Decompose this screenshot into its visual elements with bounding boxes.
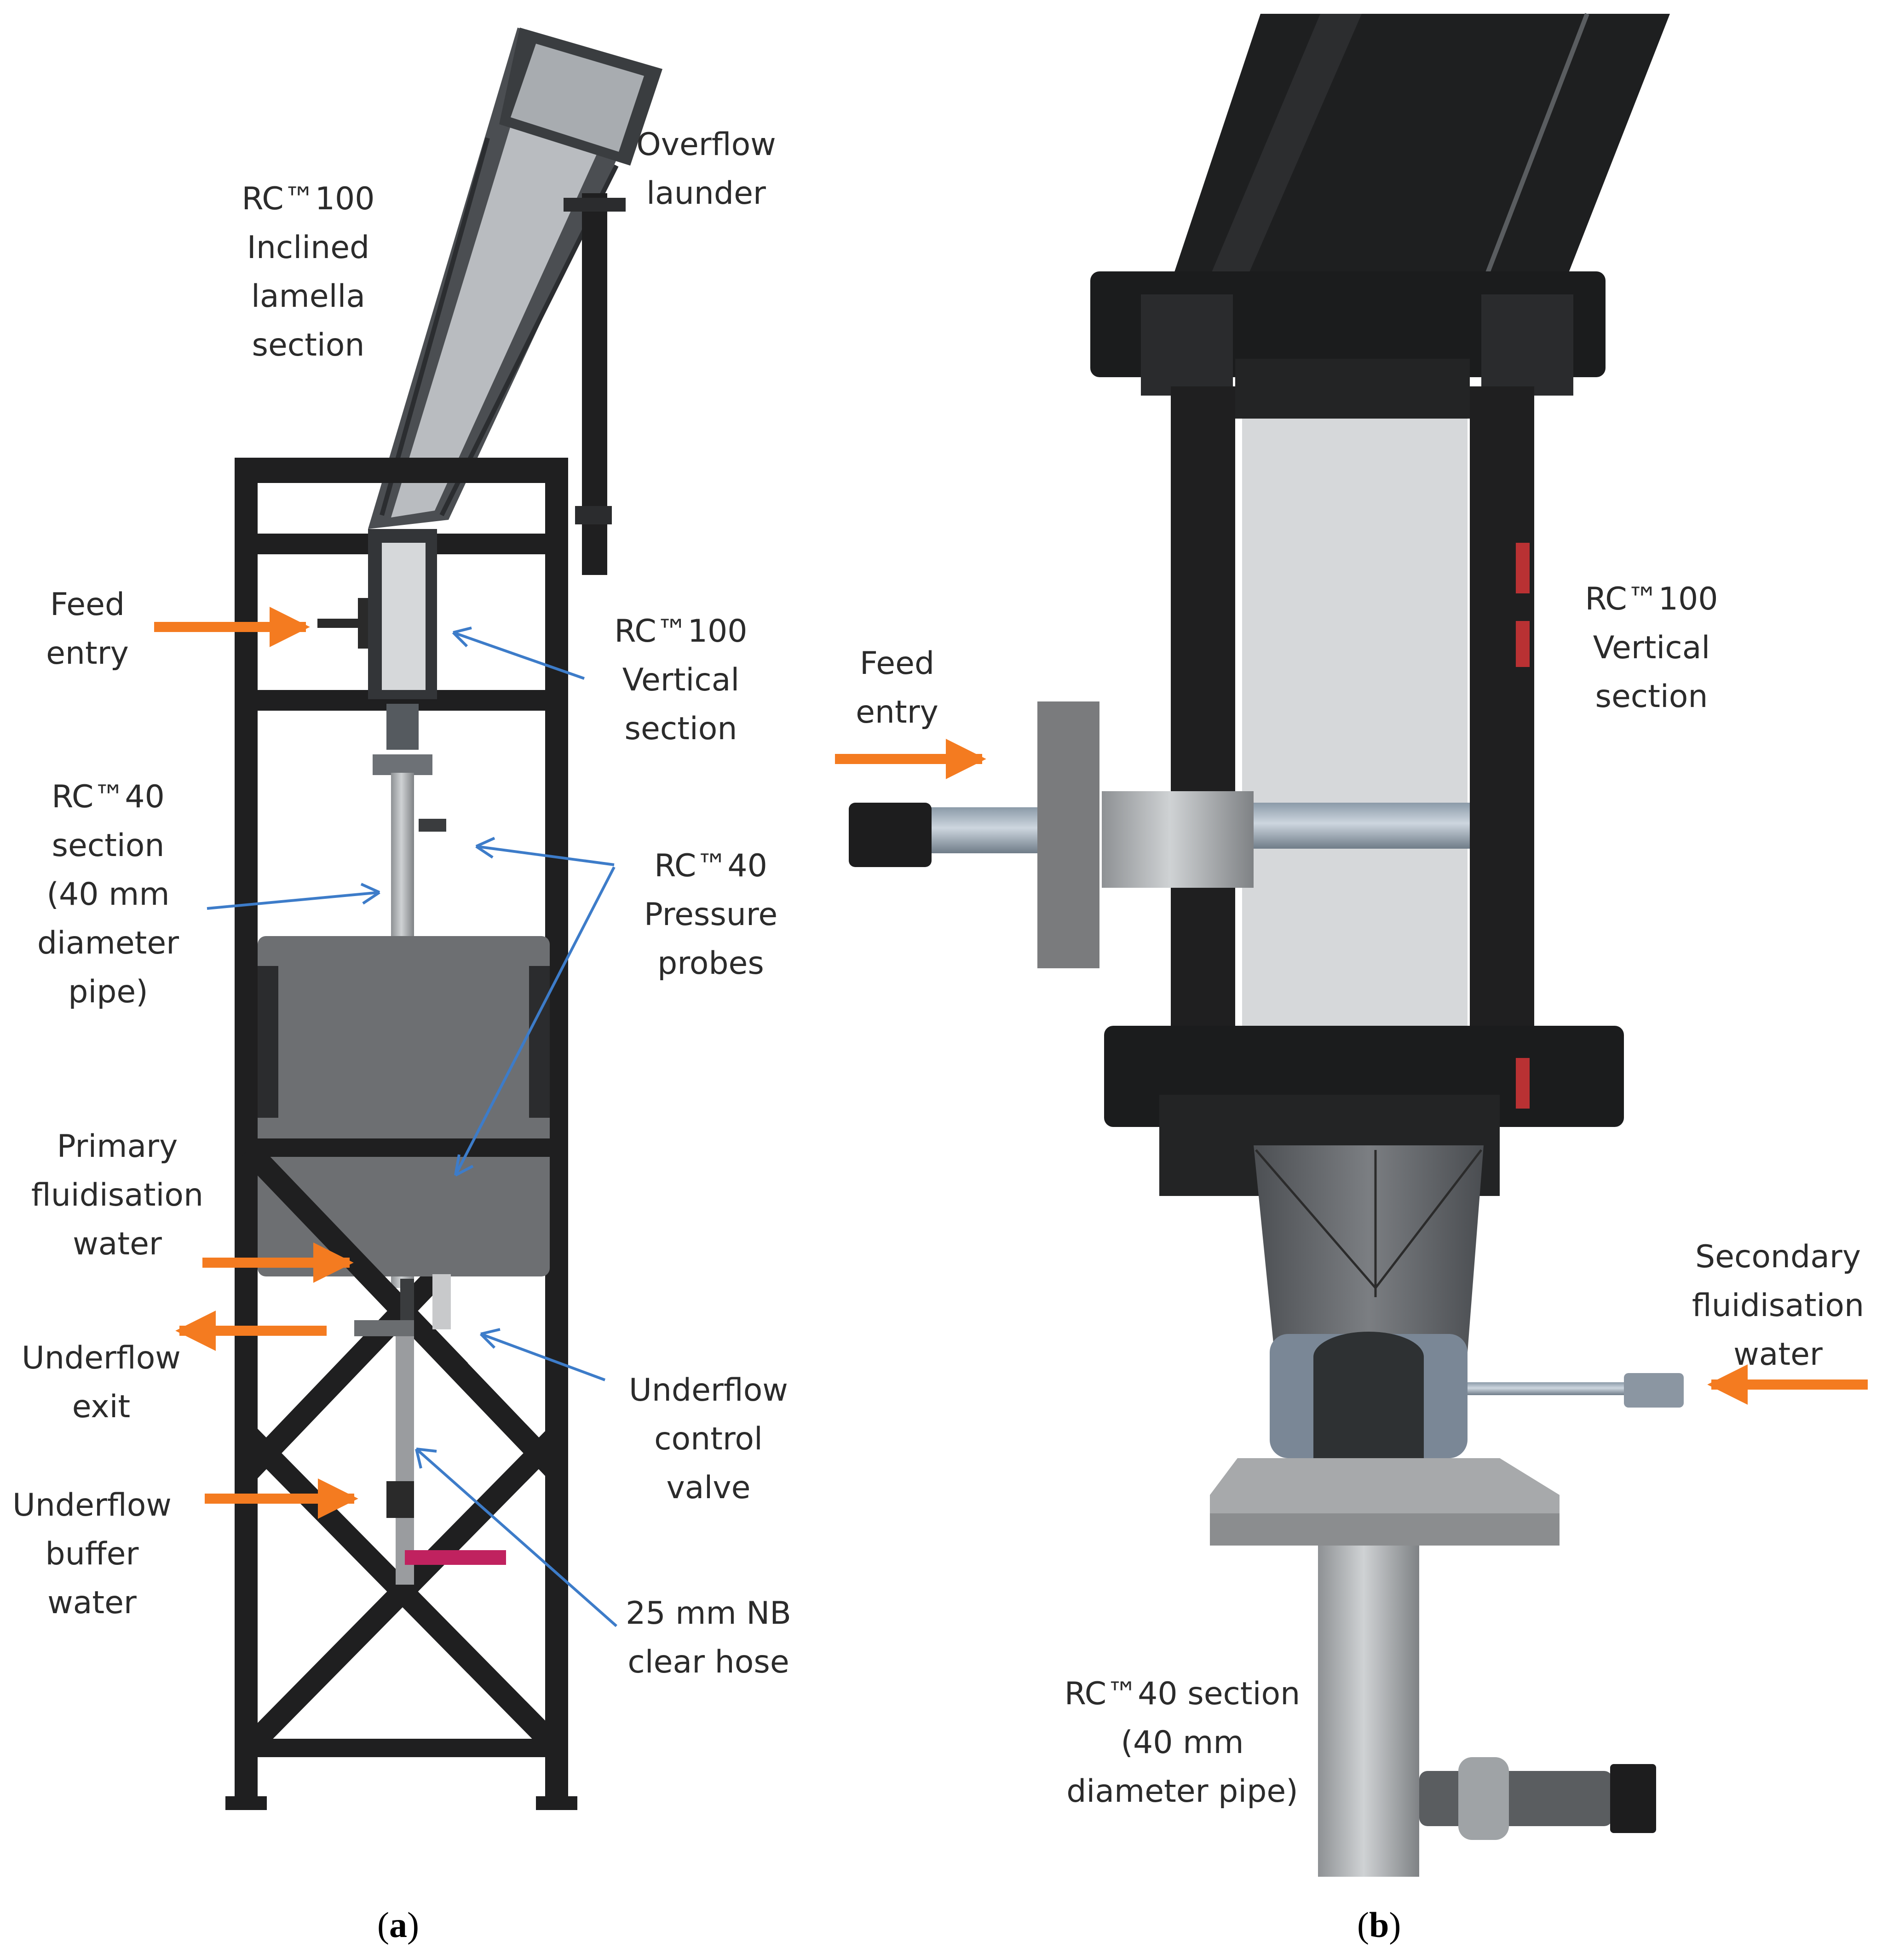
- label-line: fluidisation: [1692, 1288, 1865, 1324]
- label-rc100-vertical-b: RC™100 Vertical section: [1555, 575, 1748, 721]
- rc100-vertical-left-rail: [1171, 386, 1235, 1122]
- pointer-probe-upper: [476, 845, 615, 866]
- pointer-rc40-section-a: [207, 891, 380, 910]
- underflow-assembly: [354, 1274, 506, 1585]
- label-line: lamella: [251, 278, 366, 315]
- label-overflow-launder: Overflow launder: [621, 121, 791, 218]
- label-line: Vertical: [1593, 630, 1710, 666]
- panel-b-orange-arrows: [835, 739, 1868, 1405]
- panel-a-pointer-lines: [207, 627, 617, 1627]
- label-line: valve: [666, 1470, 751, 1506]
- caption-open-paren: (: [1357, 1905, 1369, 1945]
- label-rc40-section-a: RC™40 section (40 mm diameter pipe): [14, 773, 202, 1017]
- label-buffer-water: Underflow buffer water: [0, 1481, 184, 1627]
- caption-letter: b: [1369, 1905, 1389, 1945]
- label-line: Pressure: [644, 897, 778, 933]
- label-feed-entry-b: Feed entry: [828, 639, 966, 737]
- label-line: section: [1595, 678, 1708, 715]
- label-line: diameter: [37, 925, 179, 961]
- label-line: Feed: [50, 586, 125, 623]
- label-line: clear hose: [627, 1644, 789, 1680]
- label-line: entry: [856, 694, 938, 730]
- label-line: (40 mm: [1121, 1724, 1244, 1761]
- label-line: pipe): [68, 974, 148, 1010]
- label-line: 25 mm NB: [626, 1595, 791, 1632]
- panel-a-orange-arrows: [154, 607, 358, 1519]
- pointer-probe-lower: [454, 866, 616, 1176]
- caption-panel-a: (a): [377, 1904, 419, 1946]
- label-inclined-lamella: RC™100 Inclined lamella section: [216, 175, 400, 370]
- rc40-pipe-b: [1318, 1546, 1419, 1877]
- label-line: RC™100: [1585, 581, 1718, 617]
- overflow-launder: [564, 193, 626, 575]
- label-underflow-valve: Underflow control valve: [607, 1366, 810, 1512]
- rc100-vertical-section: [317, 529, 437, 699]
- caption-open-paren: (: [377, 1905, 389, 1945]
- label-line: section: [624, 711, 737, 747]
- pointer-rc100-vertical-a: [453, 631, 585, 680]
- label-rc100-vertical-a: RC™100 Vertical section: [584, 607, 777, 753]
- label-line: RC™40: [654, 848, 767, 884]
- label-line: section: [252, 327, 365, 363]
- pointer-underflow-valve: [480, 1333, 606, 1381]
- label-line: probes: [657, 945, 764, 982]
- label-underflow-exit: Underflow exit: [9, 1334, 193, 1431]
- panel-a-drawing: [225, 28, 662, 1810]
- label-clear-hose: 25 mm NB clear hose: [612, 1589, 805, 1687]
- label-line: Overflow: [636, 126, 776, 163]
- label-line: Primary: [57, 1128, 178, 1165]
- label-line: fluidisation: [31, 1177, 204, 1213]
- rc100-vertical-window: [1242, 419, 1468, 1030]
- label-line: Inclined: [247, 230, 370, 266]
- fluidisation-tank-panel: [240, 936, 550, 1379]
- label-line: entry: [46, 635, 129, 672]
- label-line: Underflow: [12, 1487, 172, 1523]
- label-line: water: [73, 1226, 162, 1262]
- caption-close-paren: ): [407, 1905, 419, 1945]
- label-line: Underflow: [22, 1340, 181, 1376]
- inclined-lamella-top: [1155, 14, 1670, 331]
- label-line: RC™100: [242, 181, 375, 217]
- caption-panel-b: (b): [1357, 1904, 1401, 1946]
- label-line: Secondary: [1695, 1239, 1861, 1275]
- label-line: water: [47, 1585, 137, 1621]
- label-primary-water: Primary fluidisation water: [14, 1122, 221, 1269]
- label-feed-entry-a: Feed entry: [18, 581, 156, 678]
- label-line: RC™100: [614, 613, 748, 650]
- label-line: control: [654, 1421, 763, 1457]
- feed-entry-assembly-b: [849, 701, 1470, 968]
- caption-letter: a: [389, 1905, 407, 1945]
- label-line: water: [1733, 1336, 1823, 1373]
- label-line: Vertical: [622, 662, 740, 698]
- label-line: section: [52, 828, 165, 864]
- transition-funnel: [1254, 1145, 1484, 1352]
- caption-close-paren: ): [1389, 1905, 1401, 1945]
- label-secondary-water: Secondary fluidisation water: [1675, 1233, 1882, 1379]
- label-line: RC™40 section: [1064, 1676, 1301, 1712]
- label-line: launder: [646, 175, 766, 212]
- rc100-vertical-right-rail: [1470, 386, 1534, 1122]
- label-rc40-section-b: RC™40 section (40 mm diameter pipe): [1049, 1670, 1316, 1816]
- label-line: diameter pipe): [1066, 1773, 1298, 1810]
- panel-b-drawing: [849, 13, 1684, 1877]
- inclined-lamella-section: [368, 28, 662, 529]
- label-line: exit: [72, 1389, 131, 1425]
- label-pressure-probes: RC™40 Pressure probes: [612, 842, 810, 988]
- label-line: buffer: [45, 1536, 139, 1572]
- label-line: Underflow: [629, 1372, 788, 1408]
- pointer-clear-hose: [415, 1448, 617, 1627]
- label-line: (40 mm: [46, 876, 170, 913]
- label-line: Feed: [859, 645, 935, 682]
- label-line: RC™40: [52, 779, 165, 815]
